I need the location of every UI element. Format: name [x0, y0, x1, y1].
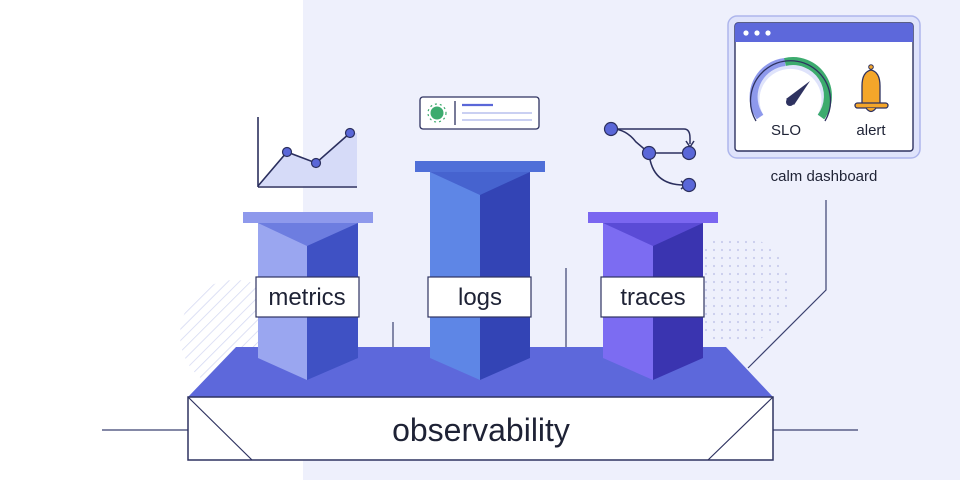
- pillar-label-logs: logs: [458, 284, 502, 311]
- dashboard-connector: [747, 200, 827, 369]
- dashboard-caption: calm dashboard: [771, 168, 878, 185]
- base-label: observability: [392, 412, 570, 448]
- trace-node: [681, 177, 697, 193]
- line-chart-icon: [257, 117, 357, 188]
- trace-node: [641, 145, 657, 161]
- log-card-icon: [419, 96, 540, 130]
- pillar-traces: traces: [588, 212, 718, 380]
- trace-node: [603, 121, 619, 137]
- gauge-icon: [749, 57, 832, 122]
- trace-node: [681, 145, 697, 161]
- bell-icon: [854, 64, 889, 113]
- slo-label: SLO: [771, 122, 801, 139]
- pillar-label-traces: traces: [620, 284, 685, 311]
- pillar-metrics: metrics: [243, 212, 373, 380]
- pillar-label-metrics: metrics: [268, 284, 345, 311]
- alert-label: alert: [856, 122, 886, 139]
- pillar-logs: logs: [415, 161, 545, 380]
